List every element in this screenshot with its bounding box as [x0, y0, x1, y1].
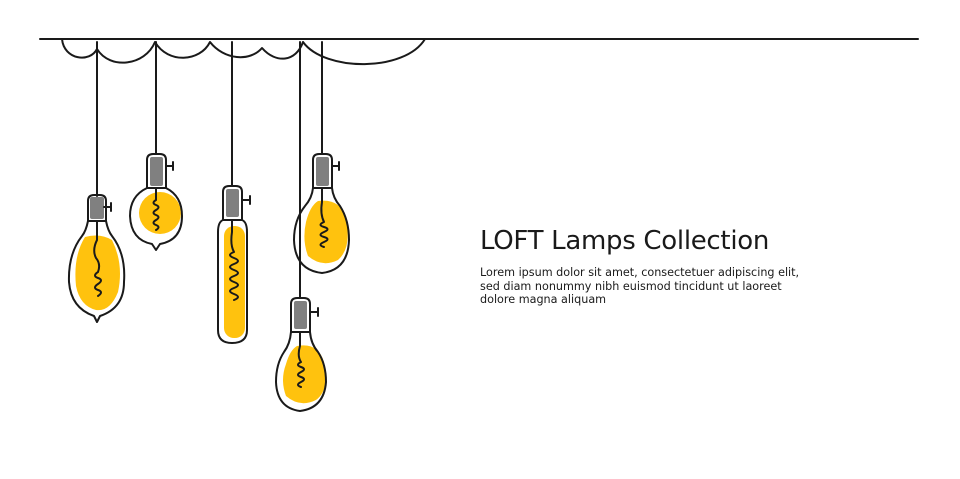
- banner-text: LOFT Lamps Collection Lorem ipsum dolor …: [480, 224, 840, 307]
- round-lamp-filament: [152, 187, 160, 231]
- banner-description: Lorem ipsum dolor sit amet, consectetuer…: [480, 266, 840, 307]
- teardrop-lamp-filament: [93, 220, 102, 297]
- pear-lamp-low-filament: [297, 331, 305, 388]
- round-lamp-bulb: [129, 187, 183, 251]
- description-line: Lorem ipsum dolor sit amet, consectetuer…: [480, 266, 800, 279]
- pear-lamp-high-filament: [319, 187, 329, 248]
- teardrop-lamp-bulb: [67, 220, 126, 323]
- tube-lamp: [217, 41, 251, 344]
- round-lamp-glow: [139, 192, 181, 234]
- tube-lamp-bulb: [217, 219, 248, 344]
- pear-lamp-high-socket: [312, 153, 340, 189]
- round-lamp: [129, 41, 183, 251]
- pear-lamp-low-bulb: [275, 331, 327, 412]
- tube-lamp-filament: [229, 219, 239, 301]
- teardrop-lamp-socket-fill: [90, 197, 104, 219]
- round-lamp-socket: [146, 153, 174, 189]
- description-line: sed diam nonummy nibh euismod tincidunt …: [480, 279, 782, 293]
- tube-lamp-socket: [222, 185, 251, 221]
- pear-lamp-low-glow: [283, 345, 326, 404]
- pear-lamp-high-socket-fill: [316, 157, 329, 186]
- description-line: dolore magna aliquam: [480, 293, 607, 306]
- pear-lamp-low-socket-fill: [294, 301, 307, 329]
- pear-lamp-high-bulb: [293, 187, 350, 274]
- pear-lamp-low-socket: [290, 297, 319, 333]
- tube-lamp-socket-fill: [226, 189, 239, 217]
- teardrop-lamp: [67, 41, 126, 323]
- banner-title: LOFT Lamps Collection: [480, 226, 770, 256]
- pear-lamp-low: [275, 41, 327, 412]
- pear-lamp-high: [293, 41, 350, 274]
- round-lamp-socket-fill: [150, 157, 163, 186]
- cable-drapes: [61, 38, 426, 66]
- teardrop-lamp-socket: [87, 194, 112, 222]
